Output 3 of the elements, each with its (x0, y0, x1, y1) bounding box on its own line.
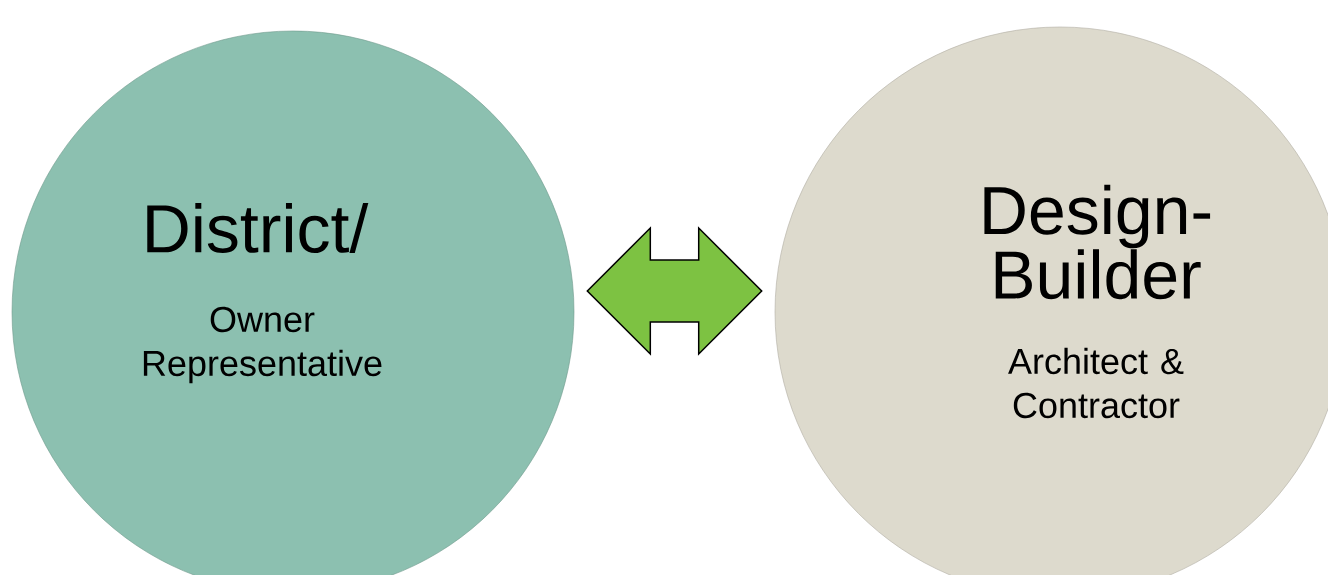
double-arrow (586, 226, 763, 356)
circle-node: Design-Builder Architect & Contractor (774, 26, 1328, 575)
circle-node: District/ Owner Representative (11, 30, 575, 575)
